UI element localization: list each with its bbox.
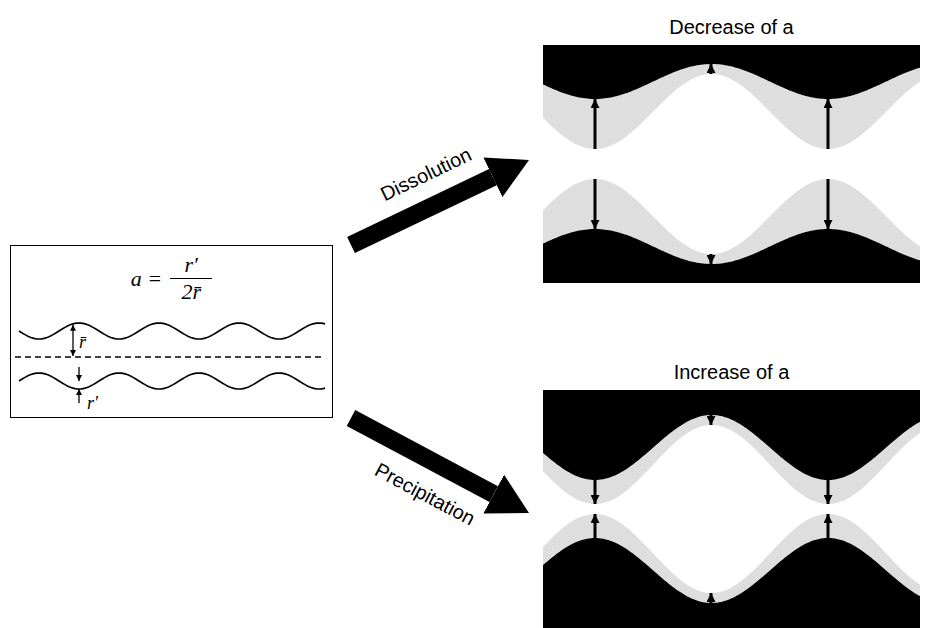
- growth-arrow: [827, 514, 830, 538]
- fraction-numerator: r′: [170, 252, 212, 279]
- formula-term: r′: [184, 252, 197, 278]
- panel-title: Increase of a: [543, 355, 920, 385]
- centerline: [15, 356, 323, 357]
- formula-term: a =: [131, 266, 162, 292]
- pore-illustration: [543, 390, 920, 628]
- growth-arrow: [827, 480, 830, 504]
- solid-wall: [543, 390, 920, 480]
- growth-arrow: [827, 179, 830, 229]
- amplitude-arrow: [78, 389, 79, 403]
- formula-term: 2r̄: [181, 279, 201, 305]
- amplitude-arrow: [78, 367, 79, 381]
- growth-arrow: [827, 99, 830, 149]
- pore-panel: Decrease of a: [543, 10, 920, 283]
- growth-arrow: [710, 415, 713, 425]
- growth-arrow: [710, 593, 713, 603]
- panel-title: Decrease of a: [543, 10, 920, 40]
- upper-wall-line: [19, 323, 325, 339]
- mean-radius-arrow: [72, 325, 73, 356]
- growth-arrow: [594, 99, 597, 149]
- edge-label: Dissolution: [374, 140, 478, 206]
- growth-arrow: [594, 179, 597, 229]
- growth-arrow: [594, 514, 597, 538]
- model-box: a =r′2r̄r̄r′: [10, 245, 333, 418]
- edge-label: Precipitation: [368, 456, 482, 532]
- fraction: r′2r̄: [170, 252, 212, 305]
- growth-arrow: [594, 480, 597, 504]
- formula-lhs: a =: [131, 266, 162, 292]
- pore-illustration: [543, 45, 920, 283]
- solid-wall: [543, 45, 920, 99]
- solid-wall: [543, 229, 920, 283]
- fraction-denominator: 2r̄: [177, 279, 205, 305]
- lower-wall-line: [19, 373, 325, 389]
- growth-arrow: [710, 64, 713, 74]
- growth-arrow: [710, 254, 713, 264]
- symbol-label: r′: [87, 393, 98, 413]
- symbol-label: r̄: [79, 332, 86, 352]
- solid-wall: [543, 538, 920, 628]
- pore-panel: Increase of a: [543, 355, 920, 628]
- formula: a = r′2r̄: [11, 252, 332, 305]
- channel-sketch: [11, 246, 331, 416]
